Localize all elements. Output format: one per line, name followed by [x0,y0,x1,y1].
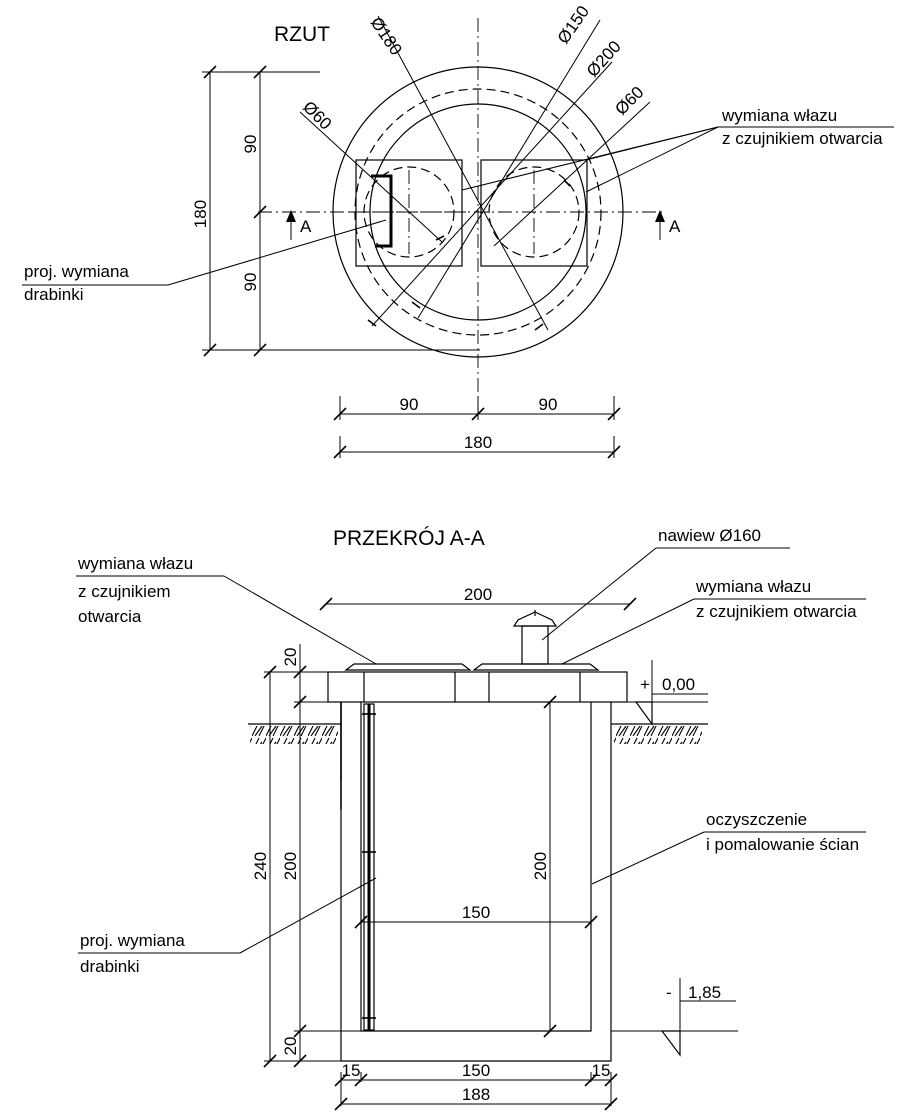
section-dim-15-right: 15 [592,1061,611,1080]
plan-dim-90-left: 90 [400,395,419,414]
section-note-walls-line2: i pomalowanie ścian [706,835,859,854]
section-mark-right: A [669,217,681,236]
hatch-cover-left [344,663,472,671]
section-arrow-right [655,210,665,222]
outer-wall [340,702,612,1062]
section-dim-240: 240 [251,852,270,880]
plan-view: RZUT Ø180 Ø150 Ø200 Ø60 Ø60 [22,2,894,459]
level-top-sign: + [640,675,650,694]
section-dim-20-bottom: 20 [281,1037,300,1056]
section-note-hatch-left-line2: z czujnikiem [78,582,171,601]
plan-note-ladder-line1: proj. wymiana [24,262,129,281]
section-dim-150-bottom: 150 [462,1061,490,1080]
section-note-hatch-right-line2: z czujnikiem otwarcia [696,602,857,621]
section-view: PRZEKRÓJ A-A [76,526,866,1111]
level-bottom-value: 1,85 [688,983,721,1002]
section-note-vent: nawiew Ø160 [658,526,761,545]
plan-dim-90-bottom: 90 [241,273,260,292]
section-title: PRZEKRÓJ A-A [333,527,485,550]
section-mark-left: A [300,217,312,236]
section-dim-200-left: 200 [281,852,300,880]
section-dim-150-inner: 150 [462,903,490,922]
plan-note-hatch-line1: wymiana włazu [721,106,837,125]
hatch-right [480,159,588,267]
dia-60-right-leader [493,101,651,247]
section-note-ladder-line1: proj. wymiana [80,931,185,950]
plan-dim-180-vertical: 180 [191,200,210,228]
section-note-hatch-right-line1: wymiana włazu [695,577,811,596]
dia-60-left-leader [299,111,443,243]
section-dim-200-right: 200 [531,852,550,880]
section-note-hatch-left-line1: wymiana włazu [77,554,193,573]
dia-150-leader [417,19,601,319]
section-note-walls-line1: oczyszczenie [706,810,807,829]
plan-note-ladder-line2: drabinki [24,285,84,304]
dia-60-right-label: Ø60 [611,83,647,119]
section-dim-20-top: 20 [281,648,300,667]
dia-180-label: Ø180 [367,14,406,59]
inner-wall [360,702,592,1032]
plan-dim-90-right: 90 [539,395,558,414]
soil-hatch-right [614,726,702,744]
dia-60-left-label: Ø60 [299,97,335,133]
plan-title: RZUT [274,23,330,46]
hatch-left [355,159,463,267]
level-marker-top [634,701,653,726]
dia-200-leader [371,61,613,327]
plan-dim-90-top: 90 [241,135,260,154]
section-dim-188: 188 [462,1085,490,1104]
section-note-ladder-line2: drabinki [80,957,140,976]
dia-180-leader [377,15,549,331]
section-note-hatch-left-line3: otwarcia [78,607,142,626]
section-dim-200-top: 200 [464,585,492,604]
vent-cap [512,611,558,627]
vent-pipe [521,625,549,665]
soil-hatch-left [250,726,338,744]
level-marker-bottom [660,1030,681,1057]
plan-dim-180-horizontal: 180 [464,433,492,452]
level-bottom-sign: - [666,983,672,1002]
top-slab [327,671,628,703]
plan-note-hatch-line2: z czujnikiem otwarcia [722,129,883,148]
section-dim-15-left: 15 [342,1061,361,1080]
dia-200-label: Ø200 [583,37,625,81]
section-arrow-left [286,210,296,222]
level-top-value: 0,00 [662,675,695,694]
hatch-cover-right [472,663,600,671]
ladder-plan [371,174,393,248]
